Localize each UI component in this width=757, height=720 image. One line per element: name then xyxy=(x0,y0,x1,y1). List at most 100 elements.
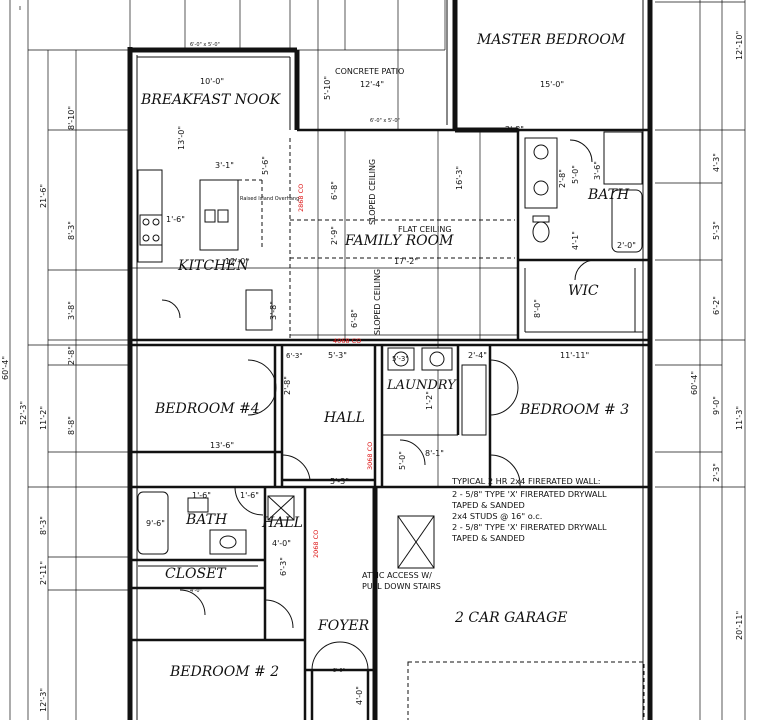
laundry-fixtures xyxy=(387,347,487,436)
dim-hall-h: 5'-0" xyxy=(398,451,407,470)
left-dimensions: 8'-10" 21'-6" 8'-3" 3'-8" 2'-8" 11'-2" 8… xyxy=(1,106,76,712)
dim-fam-w: 17'-2" xyxy=(394,257,418,266)
firewall-note-line-5: 2 - 5/8" TYPE 'X' FIRERATED DRYWALL xyxy=(452,522,607,532)
dim-right-overall-1: 60'-4" xyxy=(690,371,699,395)
door-code-1: 2868 CO xyxy=(297,184,305,212)
right-dimension-lines xyxy=(655,0,746,720)
door-codes: 2868 CO 4068 CO 3068 CO 2068 CO xyxy=(297,184,374,558)
door-code-3: 3068 CO xyxy=(366,442,374,470)
dim-right-1: 12'-10" xyxy=(735,31,744,60)
refrigerator xyxy=(245,289,273,331)
dim-bath2-w: 1'-6" xyxy=(192,491,211,500)
door-code-4: 2068 CO xyxy=(312,530,320,558)
dim-left-10: 12'-3" xyxy=(39,688,48,712)
garage-door-outline xyxy=(407,661,645,720)
dim-closet-w: 4'-0" xyxy=(190,588,202,594)
room-closet: CLOSET xyxy=(165,566,227,582)
dim-bath2-h: 9'-6" xyxy=(146,519,165,528)
dim-bath-m3: 3'-6" xyxy=(593,161,602,180)
dim-bed2-closet: 2'-8" xyxy=(283,376,292,395)
dim-left-overall-1: 60'-4" xyxy=(1,356,10,380)
dim-left-1: 8'-10" xyxy=(67,106,76,130)
flat-ceiling-label: FLAT CEILING xyxy=(398,225,452,234)
dim-master-w: 15'-0" xyxy=(540,80,564,89)
dim-laundry-w2: 6'-3" xyxy=(286,352,303,360)
dim-fam-h4: 16'-3" xyxy=(455,166,464,190)
dim-patio-depth: 5'-10" xyxy=(323,76,332,100)
room-wic: WIC xyxy=(568,283,599,299)
firewall-note-line-1: TYPICAL 2 HR 2x4 FIRERATED WALL: xyxy=(451,476,600,486)
plan-dimensions: 6'-0" x 5'-0" 6'-0" x 5'-0" 10'-0" 12'-4… xyxy=(146,42,636,705)
room-bedroom-2: BEDROOM # 2 xyxy=(169,664,279,680)
room-bedroom-3: BEDROOM # 3 xyxy=(519,402,629,418)
plan-notes: CONCRETE PATIO FLAT CEILING SLOPED CEILI… xyxy=(240,67,452,591)
dim-right-5: 9'-0" xyxy=(712,396,721,415)
dim-left-3: 8'-3" xyxy=(67,221,76,240)
dim-foyer-h: 4'-0" xyxy=(355,686,364,705)
room-foyer: FOYER xyxy=(317,618,370,634)
dim-patio-top: 6'-0" x 5'-0" xyxy=(370,118,400,124)
left-dimension-lines xyxy=(9,0,130,720)
room-bath-2: BATH xyxy=(185,512,228,528)
dim-bed4-dim: 5'-3" xyxy=(328,351,347,360)
room-hall-small: HALL xyxy=(261,515,303,531)
firewall-note-line-4: 2x4 STUDS @ 16" o.c. xyxy=(452,511,542,521)
dim-left-6: 11'-2" xyxy=(39,406,48,430)
room-laundry: LAUNDRY xyxy=(386,378,457,393)
door-swings xyxy=(179,359,521,671)
attic-access-label-2: PULL DOWN STAIRS xyxy=(362,582,441,591)
bath2-fixtures xyxy=(137,491,258,567)
firewall-note-line-3: TAPED & SANDED xyxy=(451,500,525,510)
firewall-note: TYPICAL 2 HR 2x4 FIRERATED WALL: 2 - 5/8… xyxy=(451,476,607,543)
dim-nook-h: 13'-0" xyxy=(177,126,186,150)
toilet xyxy=(532,221,550,243)
dim-bath-m1: 2'-8" xyxy=(558,169,567,188)
room-garage: 2 CAR GARAGE xyxy=(454,610,568,626)
dim-laundry-w3: 2'-4" xyxy=(468,351,487,360)
dryer xyxy=(421,347,453,371)
right-dimensions: 12'-10" 4'-3" 5'-3" 6'-2" 9'-0" 11'-3" 2… xyxy=(690,31,744,640)
exterior-walls xyxy=(127,0,653,720)
dim-bath-m5: 2'-0" xyxy=(617,241,636,250)
room-hall: HALL xyxy=(323,410,365,426)
dim-bath2-w2: 1'-6" xyxy=(240,491,259,500)
dim-bath-m2: 5'-0" xyxy=(571,165,580,184)
dim-left-7: 8'-8" xyxy=(67,416,76,435)
attic-access-label-1: ATTIC ACCESS W/ xyxy=(362,571,432,580)
dim-left-5: 2'-8" xyxy=(67,346,76,365)
master-bath-fixtures xyxy=(524,131,643,281)
firewall-note-line-6: TAPED & SANDED xyxy=(451,533,525,543)
door-code-2: 4068 CO xyxy=(333,337,361,345)
dim-laundry-w1: 5'-3" xyxy=(392,355,409,363)
garage-features xyxy=(397,515,645,720)
dim-left-8: 8'-3" xyxy=(39,516,48,535)
dim-kitchen-w: 12'-0" xyxy=(225,257,249,266)
dim-fam-h2: 2'-9" xyxy=(330,226,339,245)
dim-wic-h: 8'-0" xyxy=(533,299,542,318)
dim-right-4: 6'-2" xyxy=(712,296,721,315)
dim-hall-w: 5'-3" xyxy=(330,477,349,486)
dim-left-9: 2'-11" xyxy=(39,561,48,585)
room-master-bedroom: MASTER BEDROOM xyxy=(476,32,626,48)
room-kitchen: KITCHEN xyxy=(177,258,249,274)
dim-right-2: 4'-3" xyxy=(712,153,721,172)
dim-bath-m6: 2'-8" xyxy=(505,125,524,134)
dim-laundry-h2: 8'-1" xyxy=(425,449,444,458)
kitchen-fixtures xyxy=(137,169,273,331)
dim-right-3: 5'-3" xyxy=(712,221,721,240)
dim-nook-w: 10'-0" xyxy=(200,77,224,86)
concrete-patio-label: CONCRETE PATIO xyxy=(335,67,404,76)
dim-right-7: 2'-3" xyxy=(712,463,721,482)
range-cooktop xyxy=(139,214,163,246)
interior-walls xyxy=(130,128,650,720)
sloped-ceiling-label-1: SLOPED CEILING xyxy=(368,159,377,225)
dim-left-4: 3'-8" xyxy=(67,301,76,320)
dim-bath-m4: 4'-1" xyxy=(571,231,580,250)
room-family-room: FAMILY ROOM xyxy=(344,233,454,249)
room-breakfast-nook: BREAKFAST NOOK xyxy=(140,92,282,108)
dim-laundry-h: 1'-2" xyxy=(425,391,434,410)
dim-hall2-h: 4'-0" xyxy=(272,539,291,548)
dim-nook-top: 6'-0" x 5'-0" xyxy=(190,42,220,48)
firewall-note-line-2: 2 - 5/8" TYPE 'X' FIRERATED DRYWALL xyxy=(452,489,607,499)
